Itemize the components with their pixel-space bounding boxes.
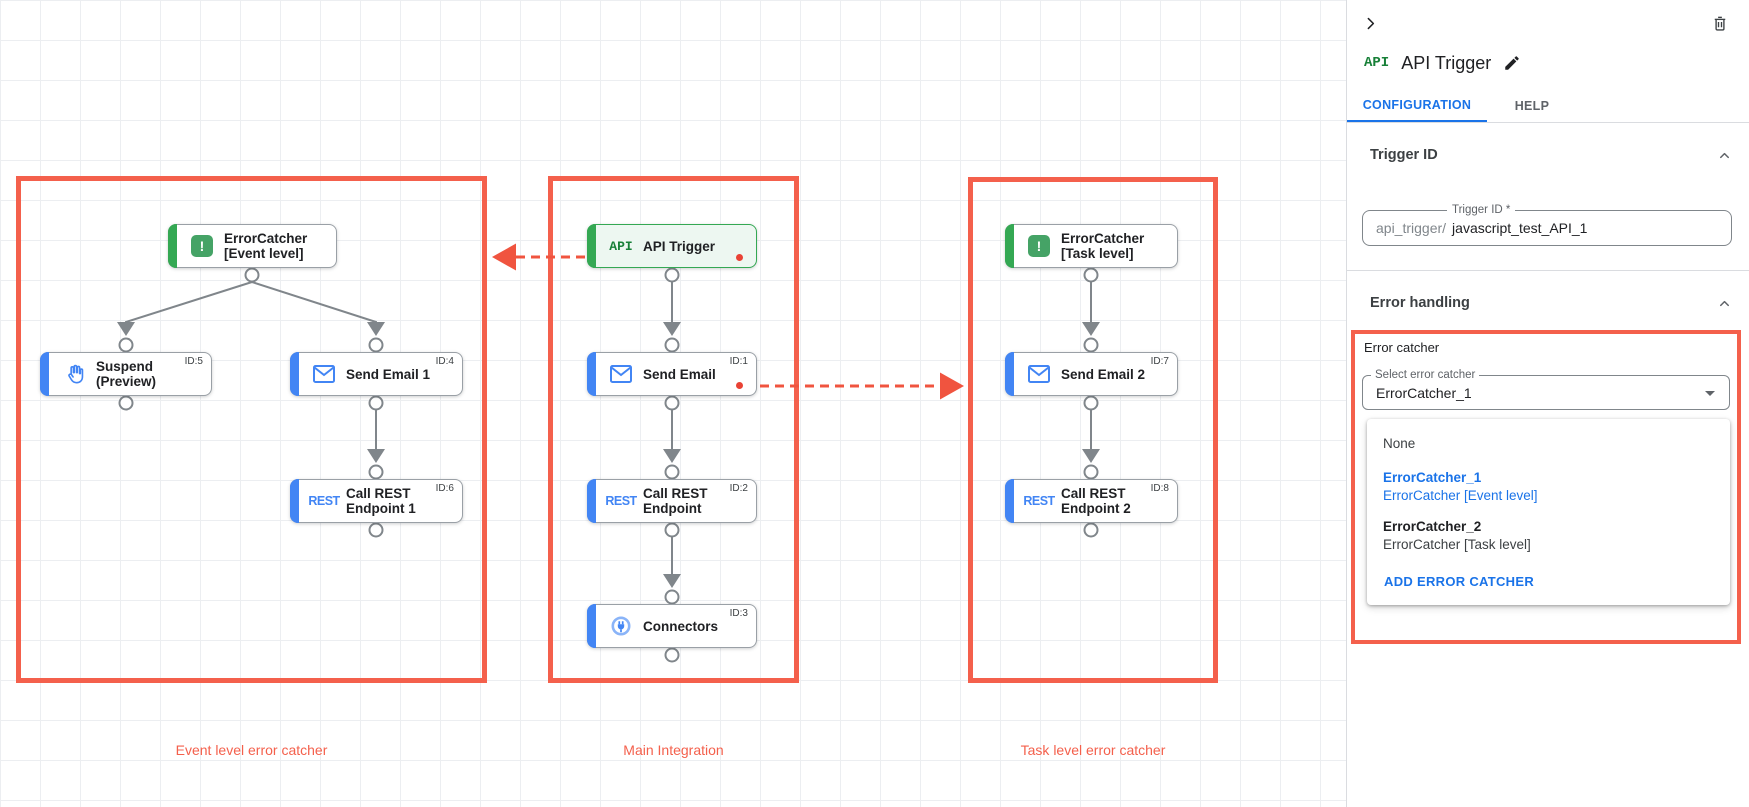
menu-item-errorcatcher-2[interactable]: ErrorCatcher_2 ErrorCatcher [Task level]	[1383, 519, 1531, 552]
trash-icon[interactable]	[1709, 12, 1731, 34]
error-handling-section-header: Error handling	[1370, 294, 1735, 312]
node-errorcatcher-event-level[interactable]: ! ErrorCatcher [Event level]	[168, 224, 337, 268]
page-title: API Trigger	[1401, 52, 1492, 73]
node-accent	[1005, 352, 1014, 396]
node-accent	[587, 604, 596, 648]
red-dot-indicator	[736, 382, 743, 389]
node-accent	[587, 479, 596, 523]
node-api-trigger[interactable]: API API Trigger	[587, 224, 757, 268]
rest-icon: REST	[605, 494, 637, 508]
menu-item-none[interactable]: None	[1383, 436, 1416, 451]
trigger-id-field-label: Trigger ID *	[1447, 204, 1516, 217]
node-send-email[interactable]: Send Email ID:1	[587, 352, 757, 396]
group-label-event-level: Event level error catcher	[175, 742, 328, 758]
event-level-group-outline	[16, 176, 487, 683]
connectors-icon	[605, 614, 637, 638]
error-catcher-icon: !	[1023, 235, 1055, 257]
trigger-id-value[interactable]: javascript_test_API_1	[1452, 220, 1588, 236]
node-send-email-1[interactable]: Send Email 1 ID:4	[290, 352, 463, 396]
node-id: ID:7	[1150, 356, 1169, 367]
section-title: Error handling	[1370, 295, 1470, 311]
rest-icon: REST	[1023, 494, 1055, 508]
node-title: Connectors	[643, 618, 719, 634]
dropdown-arrow-icon	[1705, 391, 1715, 396]
panel-tabs: CONFIGURATION HELP	[1347, 90, 1749, 123]
error-catcher-highlight-outline: Error catcher Select error catcher Error…	[1351, 330, 1741, 644]
node-accent	[290, 479, 299, 523]
node-id: ID:8	[1150, 483, 1169, 494]
menu-item-errorcatcher-1[interactable]: ErrorCatcher_1 ErrorCatcher [Event level…	[1383, 470, 1538, 503]
node-id: ID:2	[729, 483, 748, 494]
mail-icon	[605, 364, 637, 384]
select-error-catcher-dropdown[interactable]: Select error catcher ErrorCatcher_1	[1362, 369, 1730, 410]
node-id: ID:5	[184, 356, 203, 367]
section-divider	[1347, 270, 1749, 271]
node-title: ErrorCatcher [Task level]	[1061, 231, 1145, 261]
node-call-rest-endpoint-2[interactable]: REST Call REST Endpoint 2 ID:8	[1005, 479, 1178, 523]
node-title: Call REST Endpoint	[643, 486, 708, 516]
node-connectors[interactable]: Connectors ID:3	[587, 604, 757, 648]
red-dot-indicator	[736, 254, 743, 261]
trigger-id-field[interactable]: Trigger ID * api_trigger/ javascript_tes…	[1362, 204, 1732, 246]
panel-header: API API Trigger	[1364, 50, 1749, 76]
trigger-id-prefix: api_trigger/	[1376, 220, 1447, 236]
node-title: Call REST Endpoint 1	[346, 486, 416, 516]
api-icon: API	[609, 238, 633, 254]
rest-icon: REST	[308, 494, 340, 508]
chevron-up-icon[interactable]	[1713, 292, 1735, 314]
section-title: Trigger ID	[1370, 147, 1438, 163]
mail-icon	[1023, 364, 1055, 384]
node-title: Send Email 2	[1061, 366, 1146, 382]
error-catcher-label: Error catcher	[1364, 340, 1440, 355]
add-error-catcher-button[interactable]: ADD ERROR CATCHER	[1384, 574, 1535, 589]
task-level-group-outline	[968, 177, 1218, 683]
panel-toolbar	[1347, 0, 1749, 34]
node-title: ErrorCatcher [Event level]	[224, 231, 308, 261]
node-title: Call REST Endpoint 2	[1061, 486, 1131, 516]
hand-icon	[58, 363, 90, 386]
edit-pencil-icon[interactable]	[1501, 52, 1523, 74]
error-catcher-menu: None ErrorCatcher_1 ErrorCatcher [Event …	[1367, 419, 1730, 605]
error-catcher-icon: !	[186, 235, 218, 257]
node-id: ID:6	[435, 483, 454, 494]
collapse-panel-icon[interactable]	[1359, 12, 1381, 34]
node-id: ID:4	[435, 356, 454, 367]
node-accent	[40, 352, 49, 396]
node-accent	[587, 352, 596, 396]
select-error-catcher-label: Select error catcher	[1371, 369, 1480, 382]
mail-icon	[308, 364, 340, 384]
node-errorcatcher-task-level[interactable]: ! ErrorCatcher [Task level]	[1005, 224, 1178, 268]
node-accent	[1005, 224, 1014, 268]
node-title: API Trigger	[643, 238, 716, 254]
api-trigger-icon: API	[1364, 55, 1390, 71]
node-title: Send Email	[643, 366, 716, 382]
node-send-email-2[interactable]: Send Email 2 ID:7	[1005, 352, 1178, 396]
node-title: Send Email 1	[346, 366, 431, 382]
trigger-id-section-header: Trigger ID	[1370, 146, 1735, 164]
integration-canvas[interactable]: ! ErrorCatcher [Event level] Suspend (Pr…	[0, 0, 1346, 807]
node-title: Suspend (Preview)	[96, 359, 157, 389]
node-id: ID:3	[729, 608, 748, 619]
select-error-catcher-value: ErrorCatcher_1	[1376, 384, 1472, 401]
node-call-rest-endpoint-1[interactable]: REST Call REST Endpoint 1 ID:6	[290, 479, 463, 523]
connector-layer	[117, 243, 1100, 663]
node-call-rest-endpoint[interactable]: REST Call REST Endpoint ID:2	[587, 479, 757, 523]
node-accent	[290, 352, 299, 396]
tab-help[interactable]: HELP	[1514, 99, 1550, 113]
config-panel: API API Trigger CONFIGURATION HELP Trigg…	[1346, 0, 1749, 807]
tab-configuration[interactable]: CONFIGURATION	[1347, 90, 1487, 122]
main-integration-group-outline	[548, 176, 799, 683]
node-id: ID:1	[729, 356, 748, 367]
node-accent	[168, 224, 177, 268]
chevron-up-icon[interactable]	[1713, 144, 1735, 166]
node-accent	[1005, 479, 1014, 523]
group-label-task-level: Task level error catcher	[1020, 742, 1166, 758]
node-accent	[587, 224, 596, 268]
group-label-main-integration: Main Integration	[623, 742, 724, 758]
node-suspend[interactable]: Suspend (Preview) ID:5	[40, 352, 212, 396]
